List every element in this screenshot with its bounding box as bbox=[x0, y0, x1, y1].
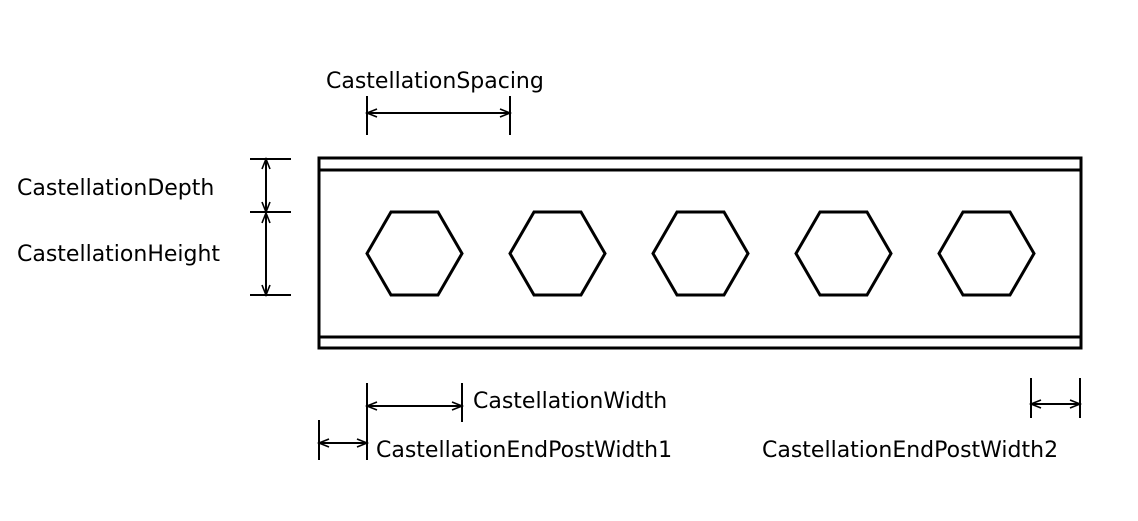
spacing-dimension: CastellationSpacing bbox=[326, 69, 544, 135]
castellation-hexagon-4 bbox=[794, 210, 893, 297]
depth-dimension: CastellationDepth bbox=[17, 156, 291, 215]
end-post-1-dimension: CastellationEndPostWidth1 bbox=[316, 420, 672, 463]
castellation-hexagon-1 bbox=[365, 210, 464, 297]
castellation-hexagon-2 bbox=[508, 210, 607, 297]
beam-outline bbox=[317, 156, 1083, 350]
depth-label: CastellationDepth bbox=[17, 176, 214, 201]
width-dimension: CastellationWidth bbox=[364, 383, 667, 460]
end-post-1-label: CastellationEndPostWidth1 bbox=[376, 438, 672, 463]
width-label: CastellationWidth bbox=[473, 389, 667, 414]
castellation-hexagon-5 bbox=[937, 210, 1036, 297]
height-label: CastellationHeight bbox=[17, 242, 220, 267]
castellation-hexagon-3 bbox=[651, 210, 750, 297]
spacing-label: CastellationSpacing bbox=[326, 69, 544, 94]
end-post-2-label: CastellationEndPostWidth2 bbox=[762, 438, 1058, 463]
beam bbox=[317, 156, 1083, 350]
castellation-openings bbox=[365, 210, 1036, 297]
height-dimension: CastellationHeight bbox=[17, 210, 291, 298]
end-post-2-dimension: CastellationEndPostWidth2 bbox=[762, 378, 1083, 463]
